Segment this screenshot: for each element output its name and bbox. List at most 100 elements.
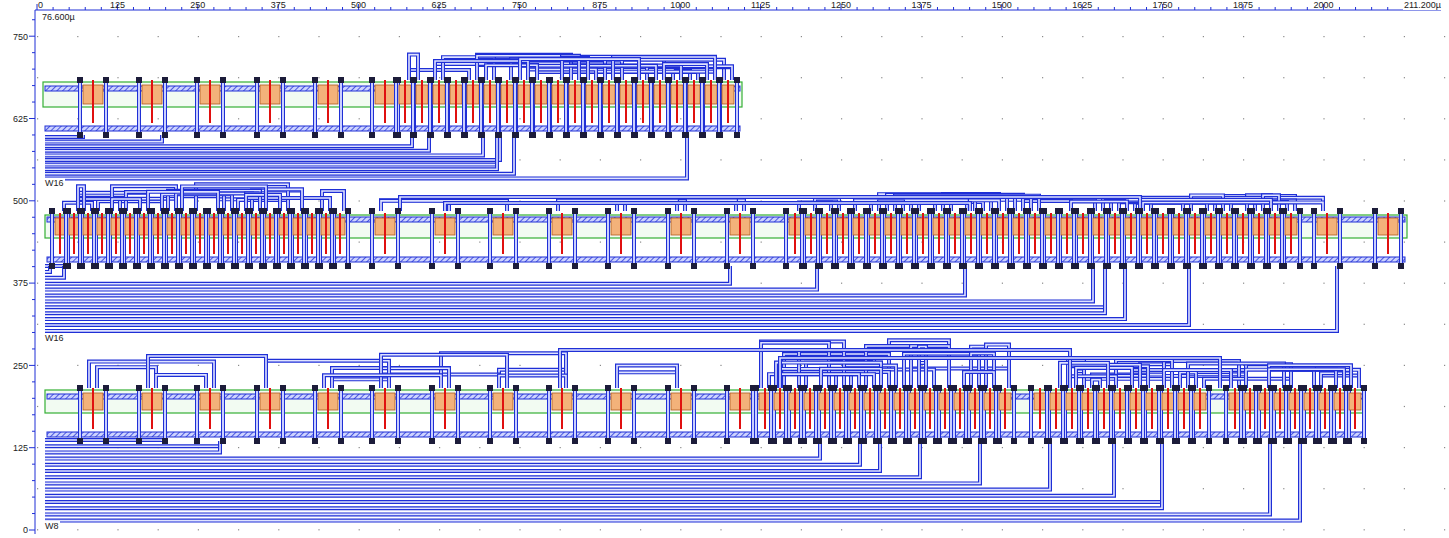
contact bbox=[597, 132, 603, 138]
grid-dot bbox=[198, 529, 199, 530]
contact bbox=[724, 385, 730, 391]
transistor-cell bbox=[393, 77, 417, 138]
contact bbox=[815, 208, 821, 214]
transistor-cell bbox=[1279, 208, 1303, 269]
contact bbox=[895, 263, 901, 269]
contact bbox=[478, 77, 484, 83]
contact bbox=[119, 208, 125, 214]
ruler-tick bbox=[32, 431, 35, 432]
metal-strap bbox=[446, 80, 449, 134]
transistor-cell bbox=[329, 208, 351, 269]
contact bbox=[564, 132, 570, 138]
grid-dot bbox=[198, 242, 199, 243]
poly-gate bbox=[794, 388, 796, 429]
transistor-cell bbox=[813, 385, 837, 444]
metal-strap bbox=[105, 388, 108, 440]
transistor-cell bbox=[768, 385, 792, 444]
transistor-cell bbox=[119, 208, 141, 269]
ruler-tick bbox=[32, 85, 35, 86]
metal-wire-fill bbox=[45, 266, 1125, 319]
contact bbox=[478, 132, 484, 138]
grid-dot bbox=[962, 36, 963, 37]
contact bbox=[665, 263, 671, 269]
metal-strap bbox=[163, 211, 166, 265]
contact bbox=[1311, 208, 1317, 214]
grid-dot bbox=[1444, 200, 1445, 201]
metal-strap bbox=[718, 80, 721, 134]
metal-wire bbox=[45, 441, 1114, 496]
metal-strap bbox=[1073, 211, 1076, 265]
grid-dot bbox=[1243, 488, 1244, 489]
transistor-cell bbox=[63, 208, 85, 269]
metal-strap bbox=[667, 388, 670, 440]
poly-gate bbox=[561, 388, 563, 429]
contact bbox=[487, 438, 493, 444]
contact bbox=[455, 263, 461, 269]
contact bbox=[1337, 263, 1343, 269]
metal-strap bbox=[164, 80, 167, 134]
contact bbox=[338, 132, 344, 138]
contact bbox=[799, 208, 805, 214]
poly-gate bbox=[1066, 213, 1068, 254]
metal-wire-fill bbox=[45, 135, 514, 174]
grid-dot bbox=[841, 118, 842, 119]
contact bbox=[1297, 263, 1303, 269]
grid-dot bbox=[1243, 77, 1244, 78]
grid-dot bbox=[238, 365, 239, 366]
poly-gate bbox=[384, 388, 386, 429]
poly-gate bbox=[297, 213, 299, 254]
signal-bus bbox=[45, 135, 687, 178]
contact bbox=[312, 438, 318, 444]
metal-wire-fill bbox=[1068, 365, 1140, 388]
grid-dot bbox=[720, 242, 721, 243]
grid-dot bbox=[519, 242, 520, 243]
metal-wire-fill bbox=[45, 441, 980, 483]
contact bbox=[699, 77, 705, 83]
transistor-cell bbox=[1199, 208, 1223, 269]
grid-dot bbox=[1122, 488, 1123, 489]
ruler-tick bbox=[29, 530, 35, 531]
poly-gate bbox=[642, 80, 644, 123]
transistor-cell bbox=[563, 77, 587, 138]
metal-wire-fill bbox=[45, 441, 880, 471]
ruler-tick bbox=[1050, 7, 1051, 10]
metal-strap bbox=[1121, 211, 1124, 265]
transistor-cell bbox=[105, 208, 127, 269]
metal-strap bbox=[1185, 211, 1188, 265]
transistor-cell bbox=[203, 208, 225, 269]
contact bbox=[445, 77, 451, 83]
transistor-cell bbox=[1071, 208, 1095, 269]
metal-wire-fill bbox=[45, 266, 817, 290]
poly-gate bbox=[764, 388, 766, 429]
contact bbox=[572, 263, 578, 269]
metal-strap bbox=[1105, 211, 1108, 265]
metal-strap bbox=[79, 80, 82, 134]
metal-wire-fill bbox=[182, 196, 218, 211]
metal-wire-fill bbox=[45, 266, 1105, 313]
transistor-cell bbox=[429, 385, 461, 444]
poly-gate bbox=[1290, 213, 1292, 254]
grid-dot bbox=[1323, 447, 1324, 448]
grid-dot bbox=[962, 283, 963, 284]
metal-strap bbox=[219, 211, 222, 265]
metal-strap bbox=[515, 388, 518, 440]
metal-wire-fill bbox=[176, 194, 252, 211]
contact bbox=[1311, 263, 1317, 269]
contact bbox=[162, 77, 168, 83]
transistor-cell bbox=[783, 385, 807, 444]
contact bbox=[49, 208, 55, 214]
contact bbox=[631, 438, 637, 444]
contact bbox=[513, 208, 519, 214]
poly-gate bbox=[87, 213, 89, 254]
grid-dot bbox=[1042, 365, 1043, 366]
transistor-cell bbox=[631, 77, 655, 138]
contact bbox=[1055, 208, 1061, 214]
contact bbox=[665, 132, 671, 138]
metal-wire-fill bbox=[560, 350, 1070, 388]
poly-gate bbox=[727, 80, 729, 123]
grid-dot bbox=[117, 77, 118, 78]
grid-dot bbox=[881, 283, 882, 284]
contact bbox=[750, 263, 756, 269]
metal-wire bbox=[45, 266, 1189, 325]
contact bbox=[546, 438, 552, 444]
